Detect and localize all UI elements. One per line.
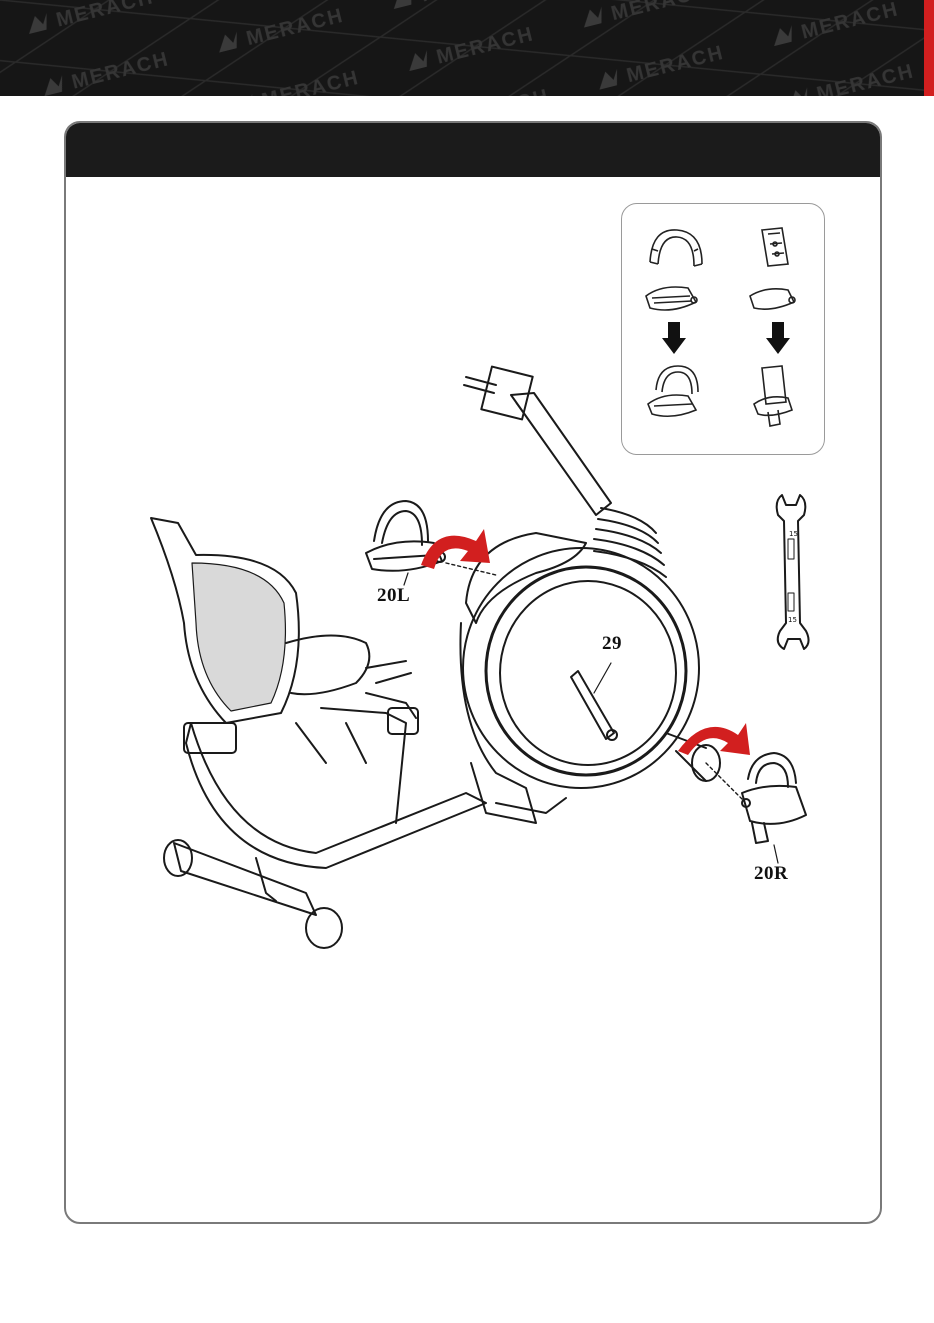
- brand-banner: MERACH: [0, 0, 934, 96]
- wrench-icon: [777, 495, 809, 649]
- console-mast: [511, 393, 611, 515]
- crank-arm-29: [571, 671, 614, 739]
- front-stabilizer: [174, 843, 316, 915]
- right-pedal-20R: [742, 753, 806, 843]
- callout-20L: 20L: [377, 585, 410, 607]
- wrench-size-bottom: 15: [788, 616, 797, 624]
- front-foot-cap: [306, 908, 342, 948]
- wrench-size-top: 15: [789, 530, 798, 538]
- flywheel-housing-outer: [463, 548, 699, 788]
- assembly-step-panel: 15 15 20L 29 20R: [64, 121, 882, 1224]
- recumbent-bike-illustration: 15 15: [66, 123, 880, 1222]
- seat-post: [321, 708, 406, 823]
- flywheel-cover: [500, 581, 676, 765]
- watermark-pattern: MERACH: [0, 0, 934, 96]
- shroud-ribs: [594, 508, 666, 577]
- callout-20R: 20R: [754, 863, 788, 885]
- callout-29: 29: [602, 633, 622, 655]
- main-frame: [186, 723, 486, 868]
